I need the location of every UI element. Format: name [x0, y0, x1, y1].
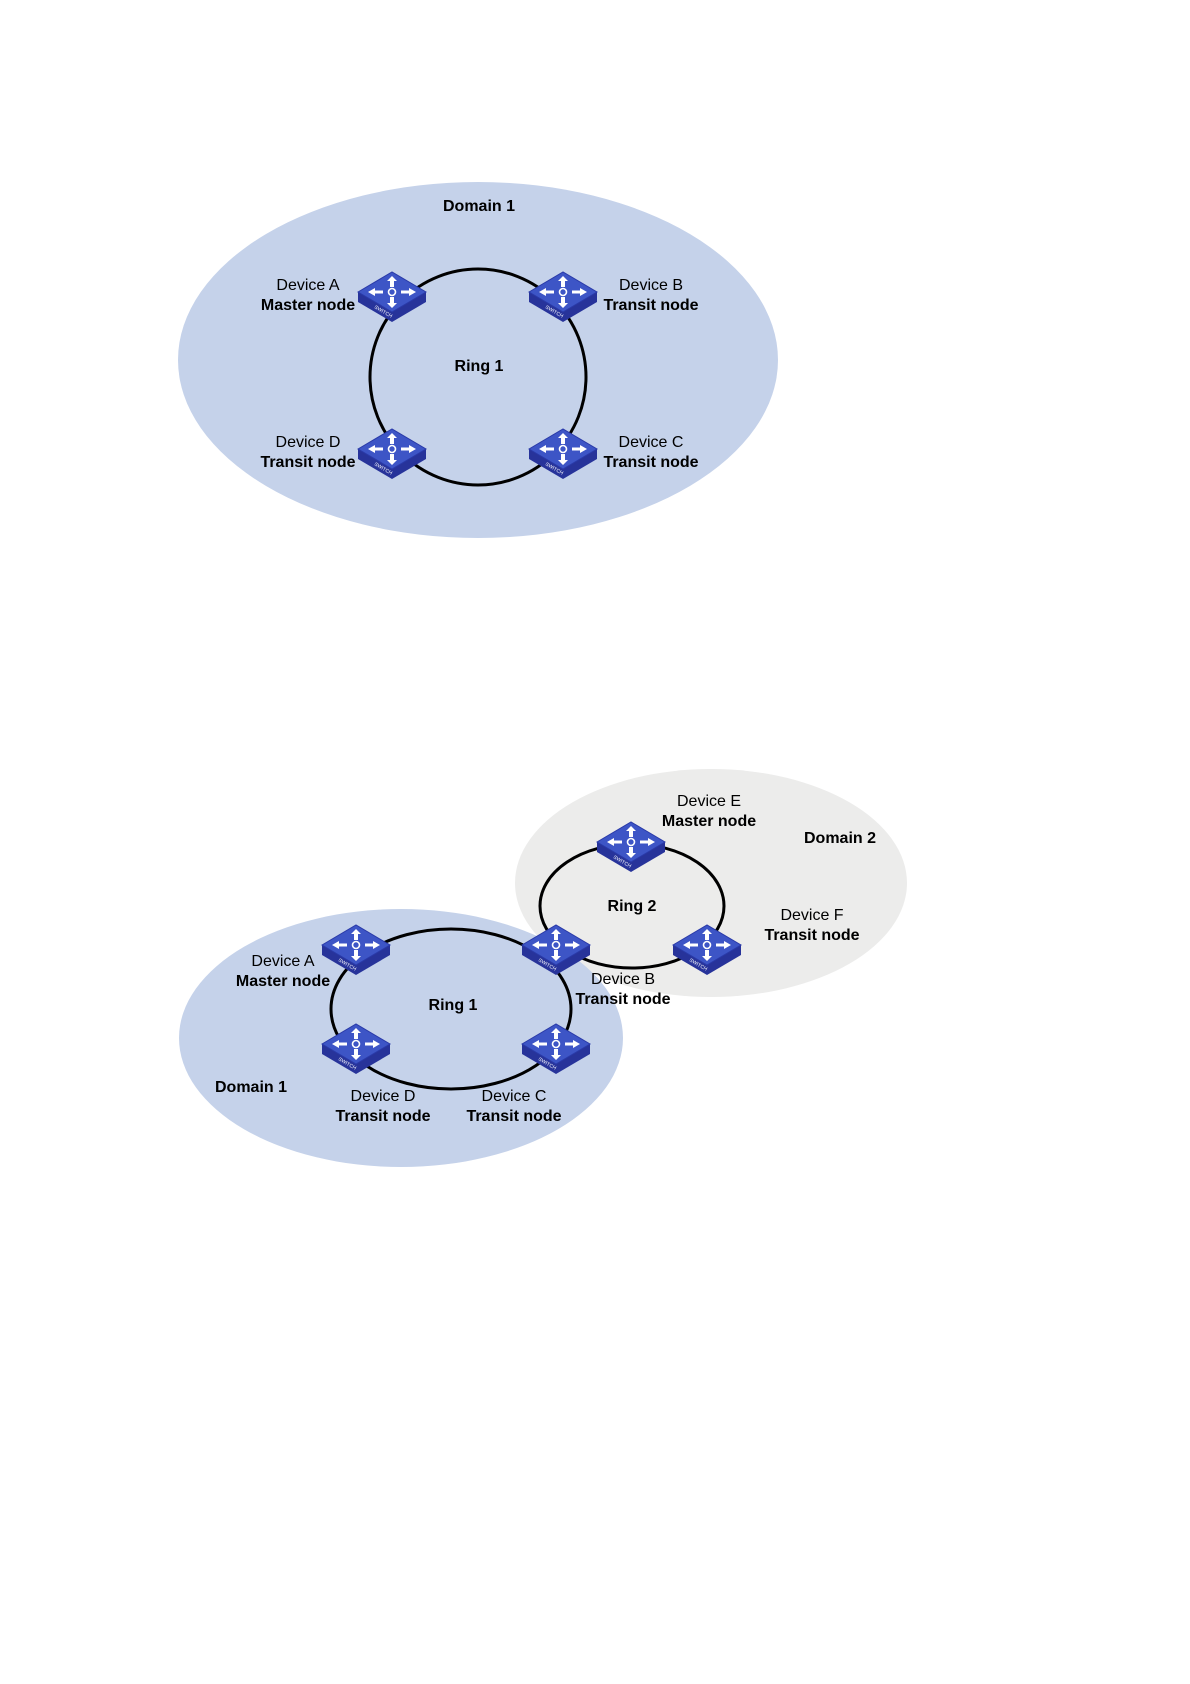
- device-role: Transit node: [335, 1107, 430, 1127]
- domain-1-label: Domain 1: [443, 198, 515, 216]
- device-name: Device A: [236, 952, 330, 972]
- device-role: Transit node: [466, 1107, 561, 1127]
- device-name: Device F: [764, 906, 859, 926]
- device-name: Device D: [335, 1087, 430, 1107]
- device-role: Transit node: [603, 453, 698, 473]
- device-b-label: Device B Transit node: [603, 276, 698, 316]
- device-a-label: Device A Master node: [261, 276, 355, 316]
- device-role: Transit node: [575, 990, 670, 1010]
- domain-2-label: Domain 2: [804, 830, 876, 848]
- device-role: Transit node: [603, 296, 698, 316]
- device-name: Device E: [662, 792, 756, 812]
- ring-1-label: Ring 1: [455, 358, 504, 376]
- device-name: Device A: [261, 276, 355, 296]
- device-name: Device C: [466, 1087, 561, 1107]
- device-d-label-fig2: Device D Transit node: [335, 1087, 430, 1127]
- device-f-label: Device F Transit node: [764, 906, 859, 946]
- device-c-label: Device C Transit node: [603, 433, 698, 473]
- device-name: Device C: [603, 433, 698, 453]
- ring-1-label-fig2: Ring 1: [429, 997, 478, 1015]
- device-role: Master node: [236, 972, 330, 992]
- device-e-label: Device E Master node: [662, 792, 756, 832]
- device-role: Transit node: [260, 453, 355, 473]
- device-b-label-fig2: Device B Transit node: [575, 970, 670, 1010]
- device-a-label-fig2: Device A Master node: [236, 952, 330, 992]
- device-role: Master node: [261, 296, 355, 316]
- domain-1-label-fig2: Domain 1: [215, 1079, 287, 1097]
- ring-2-label: Ring 2: [608, 898, 657, 916]
- device-c-label-fig2: Device C Transit node: [466, 1087, 561, 1127]
- device-role: Transit node: [764, 926, 859, 946]
- device-name: Device B: [603, 276, 698, 296]
- device-name: Device B: [575, 970, 670, 990]
- device-role: Master node: [662, 812, 756, 832]
- device-name: Device D: [260, 433, 355, 453]
- device-d-label: Device D Transit node: [260, 433, 355, 473]
